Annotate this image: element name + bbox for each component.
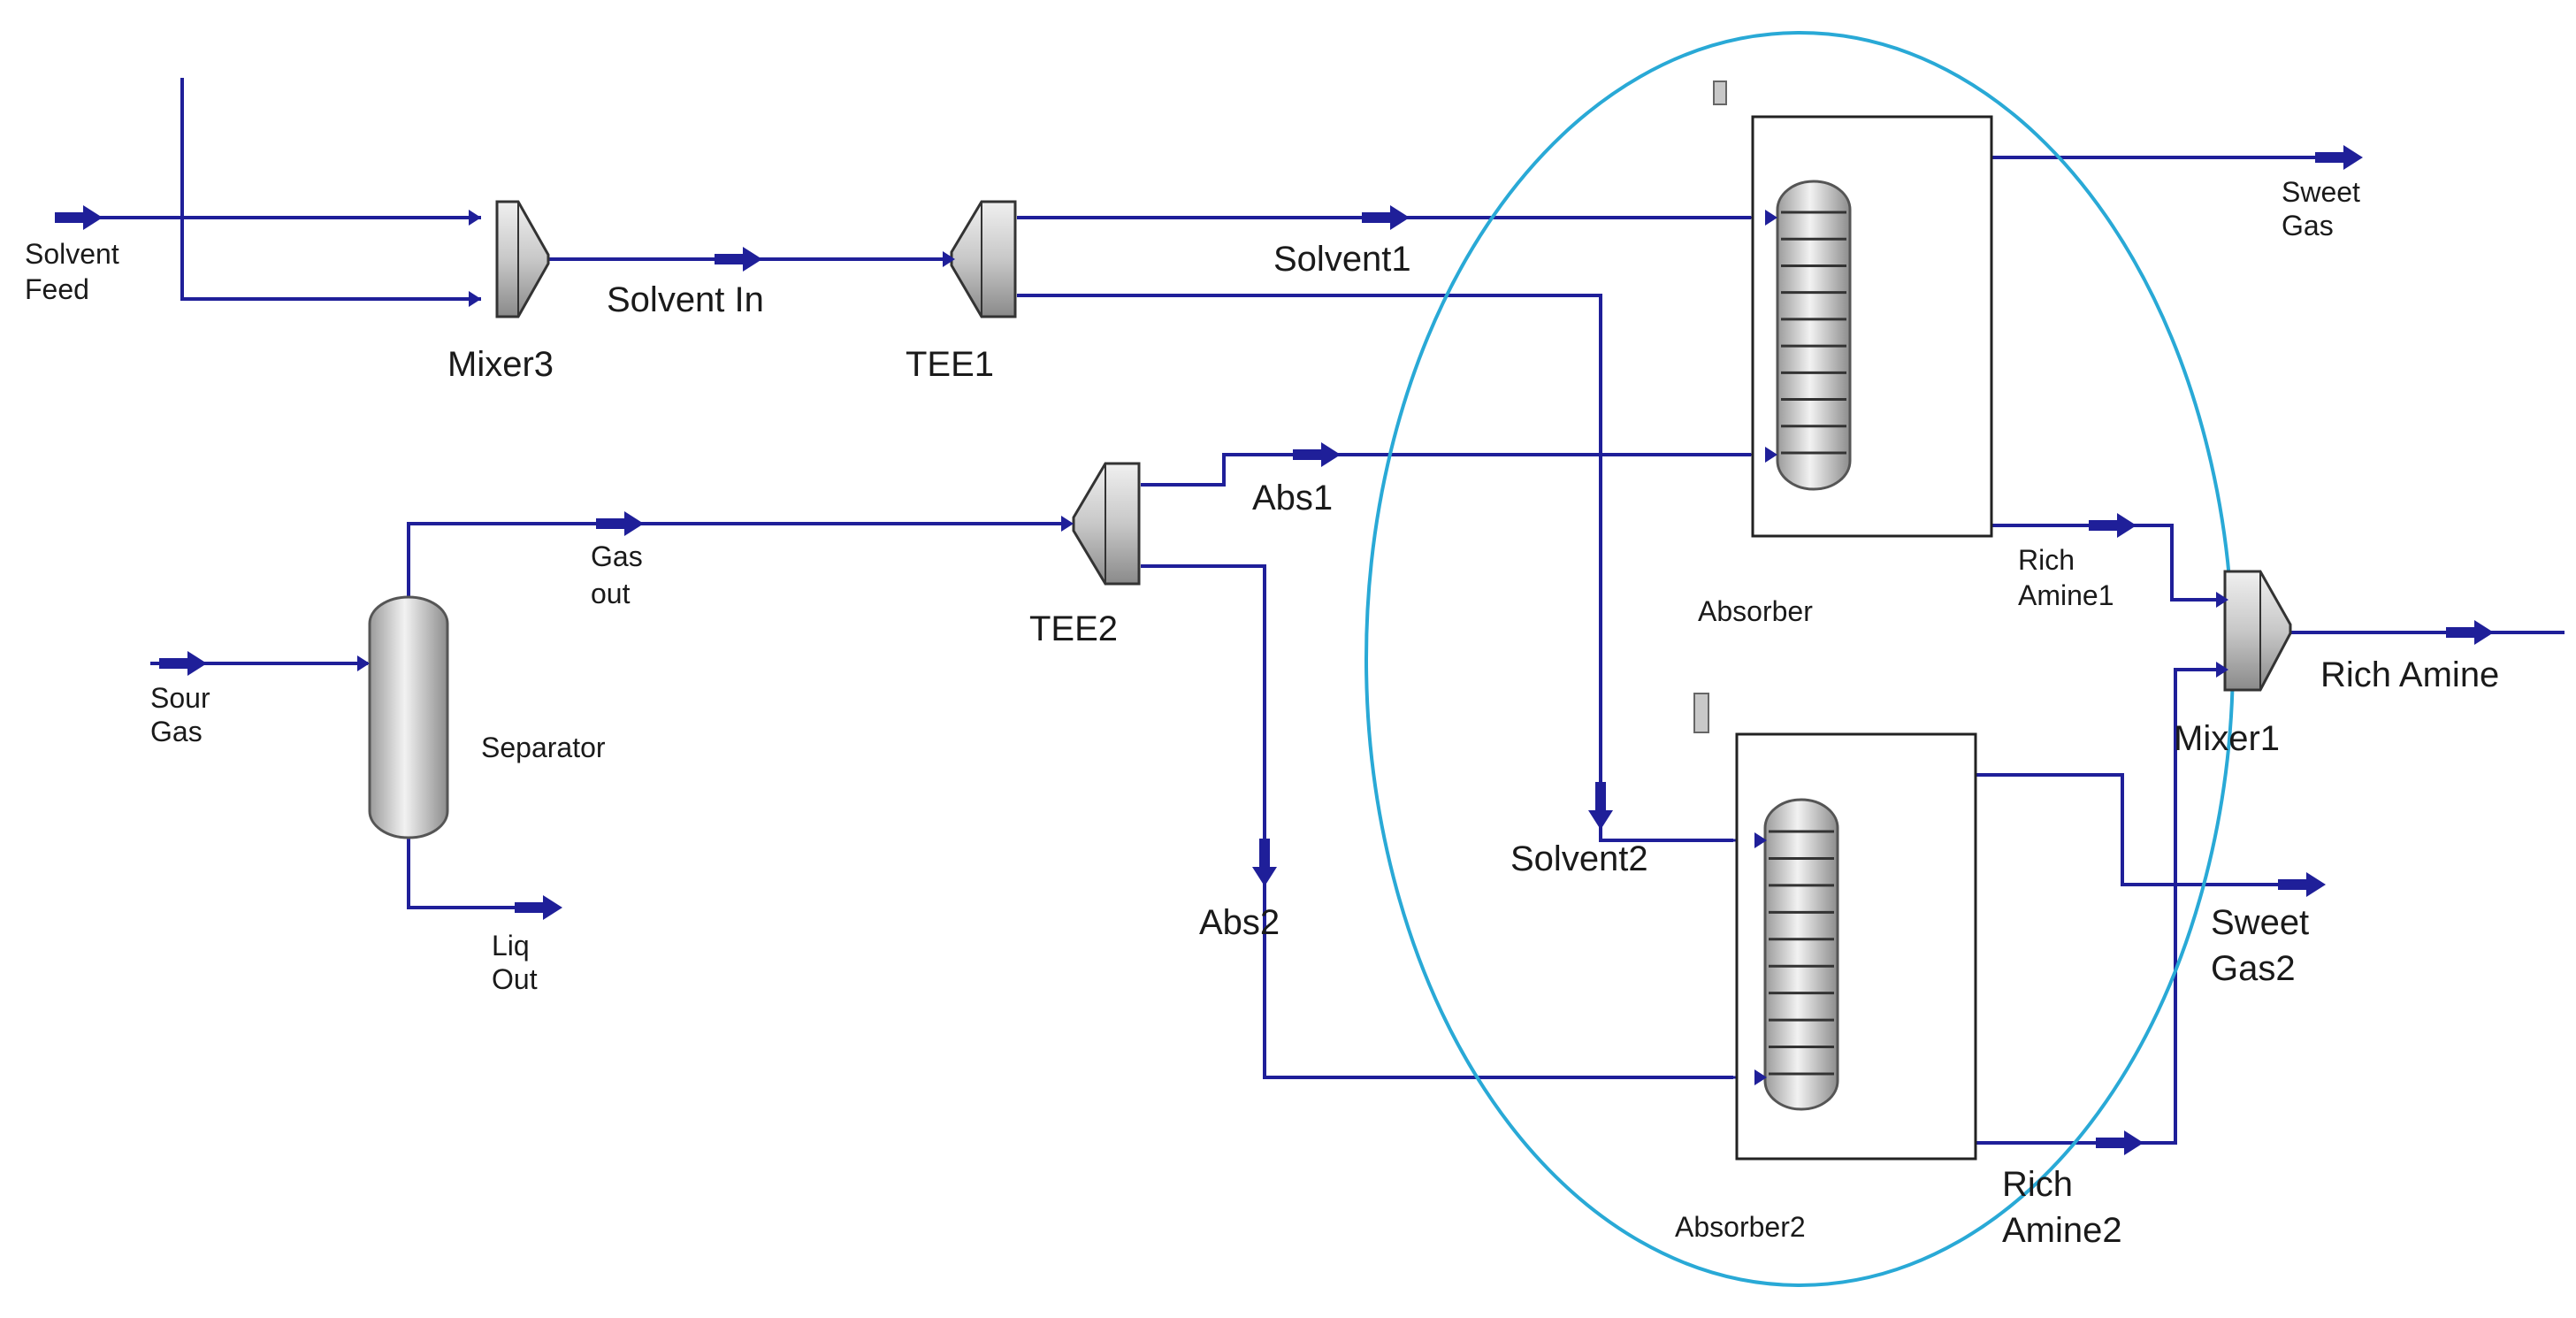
separator-unit[interactable] <box>368 595 449 839</box>
stream-label-abs2: Abs2 <box>1199 903 1280 942</box>
stream-label-sweet-gas-line1: Sweet <box>2282 176 2360 208</box>
labels: Solvent Feed Mixer3 Solvent In TEE1 Solv… <box>25 176 2499 1250</box>
stream-arrow-icon[interactable] <box>1293 442 1341 467</box>
stream-entry-arrowhead <box>943 251 955 267</box>
stream-arrow-icon[interactable] <box>55 205 103 230</box>
stream-entry-arrowhead <box>469 210 481 226</box>
column-marker-icon <box>1693 693 1709 733</box>
stream-label-abs1: Abs1 <box>1252 479 1333 517</box>
mixer3-unit[interactable] <box>495 200 550 318</box>
stream-label-rich-amine2-line2: Amine2 <box>2002 1211 2122 1250</box>
mixer-icon <box>2223 570 2292 692</box>
abs2-line[interactable] <box>1141 564 1733 1079</box>
stream-label-gas-out-line2: out <box>591 578 631 609</box>
feed-bypass-line[interactable] <box>180 78 481 301</box>
stream-arrow-icon[interactable] <box>2096 1130 2144 1155</box>
stream-label-rich-amine: Rich Amine <box>2320 655 2499 694</box>
absorber-trays <box>1781 211 1846 455</box>
stream-entry-arrowhead <box>2216 662 2228 678</box>
absorber-column-icon <box>1776 180 1852 491</box>
unit-label-mixer1: Mixer1 <box>2174 719 2280 758</box>
stream-label-rich-amine1-line2: Amine1 <box>2018 579 2114 611</box>
stream-arrow-icon[interactable] <box>715 247 762 272</box>
gas-out-line[interactable] <box>407 522 1070 597</box>
tee2-unit[interactable] <box>1072 462 1141 586</box>
stream-label-solvent-feed-line2: Feed <box>25 273 89 305</box>
stream-arrow-icon[interactable] <box>159 651 207 676</box>
unit-label-absorber: Absorber <box>1698 595 1813 627</box>
stream-label-solvent-in: Solvent In <box>607 280 764 319</box>
stream-entry-arrowhead <box>1061 516 1074 532</box>
stream-label-sweet-gas2-line2: Gas2 <box>2211 949 2296 988</box>
stream-arrow-icon[interactable] <box>2089 513 2136 538</box>
stream-label-sweet-gas2-line1: Sweet <box>2211 903 2309 942</box>
stream-label-rich-amine1-line1: Rich <box>2018 544 2075 576</box>
liq-out-line[interactable] <box>407 839 557 909</box>
stream-label-solvent2: Solvent2 <box>1510 839 1648 878</box>
column-marker-icon <box>1713 80 1727 105</box>
stream-label-rich-amine2-line1: Rich <box>2002 1165 2073 1204</box>
tee-icon <box>950 200 1017 318</box>
stream-label-solvent-feed-line1: Solvent <box>25 238 119 270</box>
stream-arrows <box>55 145 2494 1155</box>
absorber-unit[interactable] <box>1751 115 1993 538</box>
stream-entry-arrowhead <box>1754 1069 1767 1085</box>
stream-label-liq-out-line2: Out <box>492 963 538 995</box>
mixer1-unit[interactable] <box>2223 570 2292 692</box>
stream-arrow-icon[interactable] <box>596 511 644 536</box>
stream-arrow-icon[interactable] <box>1588 782 1613 830</box>
stream-entry-arrowhead <box>357 655 370 671</box>
stream-arrow-icon[interactable] <box>2446 620 2494 645</box>
stream-label-sour-gas-line1: Sour <box>150 682 210 714</box>
unit-label-tee1: TEE1 <box>906 345 994 384</box>
absorber2-unit[interactable] <box>1735 732 1977 1161</box>
mixer-icon <box>495 200 550 318</box>
stream-label-gas-out-line1: Gas <box>591 540 643 572</box>
abs1-line[interactable] <box>1141 453 1751 487</box>
solvent2-line[interactable] <box>1017 294 1733 842</box>
stream-arrow-icon[interactable] <box>515 895 562 920</box>
separator-vessel-icon <box>368 595 449 839</box>
stream-arrow-icon[interactable] <box>1362 205 1410 230</box>
absorber-column-icon <box>1763 798 1839 1111</box>
stream-entry-arrowhead <box>2216 592 2228 608</box>
stream-entry-arrowhead <box>469 291 481 307</box>
stream-arrow-icon[interactable] <box>2315 145 2363 170</box>
absorber2-trays <box>1769 830 1834 1076</box>
stream-label-sour-gas-line2: Gas <box>150 716 203 747</box>
stream-entry-arrowhead <box>1765 447 1777 463</box>
unit-label-separator: Separator <box>481 732 606 763</box>
stream-arrow-icon[interactable] <box>1252 839 1277 886</box>
unit-label-tee2: TEE2 <box>1029 609 1118 648</box>
stream-label-sweet-gas-line2: Gas <box>2282 210 2334 241</box>
unit-label-absorber2: Absorber2 <box>1675 1211 1806 1243</box>
stream-entry-arrowhead <box>1754 832 1767 848</box>
tee1-unit[interactable] <box>950 200 1017 318</box>
stream-label-solvent1: Solvent1 <box>1273 240 1411 279</box>
unit-label-mixer3: Mixer3 <box>447 345 554 384</box>
stream-arrow-icon[interactable] <box>2278 872 2326 897</box>
stream-label-liq-out-line1: Liq <box>492 930 530 962</box>
stream-entry-arrowhead <box>1765 210 1777 226</box>
